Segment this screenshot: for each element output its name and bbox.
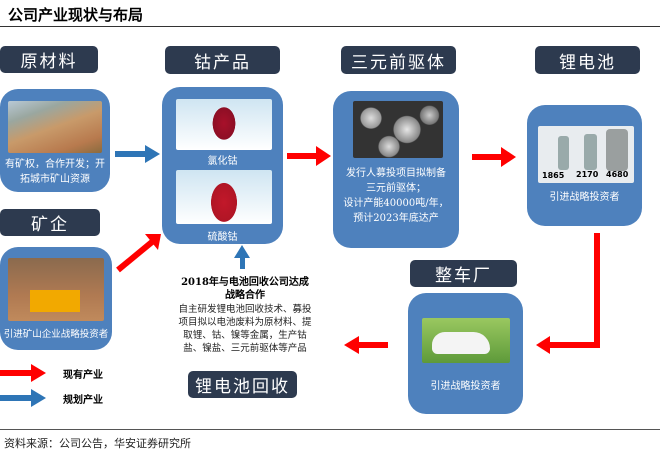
mining-header: 矿企 — [0, 209, 100, 236]
mining-box: 引进矿山企业战略投资者 — [0, 247, 112, 350]
mine-site-image — [8, 101, 102, 153]
mining-image — [8, 258, 104, 321]
oem-header: 整车厂 — [410, 260, 517, 287]
page-title: 公司产业现状与布局 — [8, 6, 144, 24]
battery-header: 锂电池 — [535, 46, 640, 74]
precursor-header: 三元前驱体 — [341, 46, 456, 74]
precursor-text-2: 三元前驱体； — [366, 183, 426, 194]
car-icon — [432, 332, 490, 354]
electric-car-image — [422, 318, 510, 363]
arrow-battery-to-oem — [536, 233, 600, 354]
oem-box: 引进战略投资者 — [408, 293, 523, 414]
cobalt-chloride-label: 氯化钴 — [207, 156, 238, 167]
precursor-text-4: 预计2023年底达产 — [353, 213, 439, 224]
legend-planned-arrow — [0, 389, 46, 407]
cobalt-chloride-image — [176, 99, 272, 150]
arrow-precursor-to-battery — [472, 147, 516, 167]
precursor-text-3: 设计产能40000吨/年， — [343, 198, 449, 209]
cobalt-sulfate-image — [176, 170, 272, 224]
raw-material-text: 有矿权，合作开发；开拓城市矿山资源 — [5, 159, 105, 185]
recycle-header: 锂电池回收 — [188, 371, 297, 398]
cell-1865 — [558, 136, 569, 170]
arrow-recycle-to-cobalt — [234, 245, 250, 269]
legend-planned-label: 规划产业 — [63, 395, 103, 406]
precursor-text-1: 发行人募投项目拟制备 — [346, 168, 446, 179]
recycle-title: 2018年与电池回收公司达成战略合作 — [181, 277, 309, 301]
legend-existing-label: 现有产业 — [63, 370, 103, 381]
cobalt-sulfate-label: 硫酸钴 — [207, 232, 238, 243]
cobalt-products-header: 钴产品 — [165, 46, 280, 74]
precursor-particles-image — [353, 101, 443, 158]
oem-text: 引进战略投资者 — [430, 381, 501, 392]
arrow-oem-to-recycle — [344, 336, 388, 354]
cell-2170 — [584, 134, 597, 170]
raw-material-header: 原材料 — [0, 46, 98, 73]
precursor-box: 发行人募投项目拟制备 三元前驱体； 设计产能40000吨/年， 预计2023年底… — [333, 91, 459, 248]
arrow-cobalt-to-precursor — [287, 146, 331, 166]
raw-material-box: 有矿权，合作开发；开拓城市矿山资源 — [0, 89, 110, 192]
battery-cells-image: 1865 2170 4680 — [538, 126, 634, 183]
cell-label-4680: 4680 — [606, 170, 629, 179]
source-note: 资料来源：公司公告，华安证券研究所 — [4, 437, 191, 450]
mining-text: 引进矿山企业战略投资者 — [3, 329, 109, 340]
cell-label-2170: 2170 — [576, 170, 599, 179]
recycle-body: 自主研发锂电池回收技术、募投项目拟以电池废料为原材料、提取锂、钴、镍等金属，生产… — [178, 304, 312, 354]
title-divider — [0, 26, 660, 27]
legend-existing-arrow — [0, 364, 46, 382]
mine-cart-icon — [30, 290, 80, 312]
footer-divider — [0, 429, 660, 430]
arrow-raw-to-cobalt — [115, 145, 160, 163]
cell-label-1865: 1865 — [542, 171, 565, 180]
battery-box: 1865 2170 4680 引进战略投资者 — [527, 105, 642, 226]
arrow-mining-to-cobalt — [116, 234, 161, 273]
cobalt-products-box: 氯化钴 硫酸钴 — [162, 87, 283, 244]
cell-4680 — [606, 129, 628, 171]
battery-text: 引进战略投资者 — [549, 192, 620, 203]
